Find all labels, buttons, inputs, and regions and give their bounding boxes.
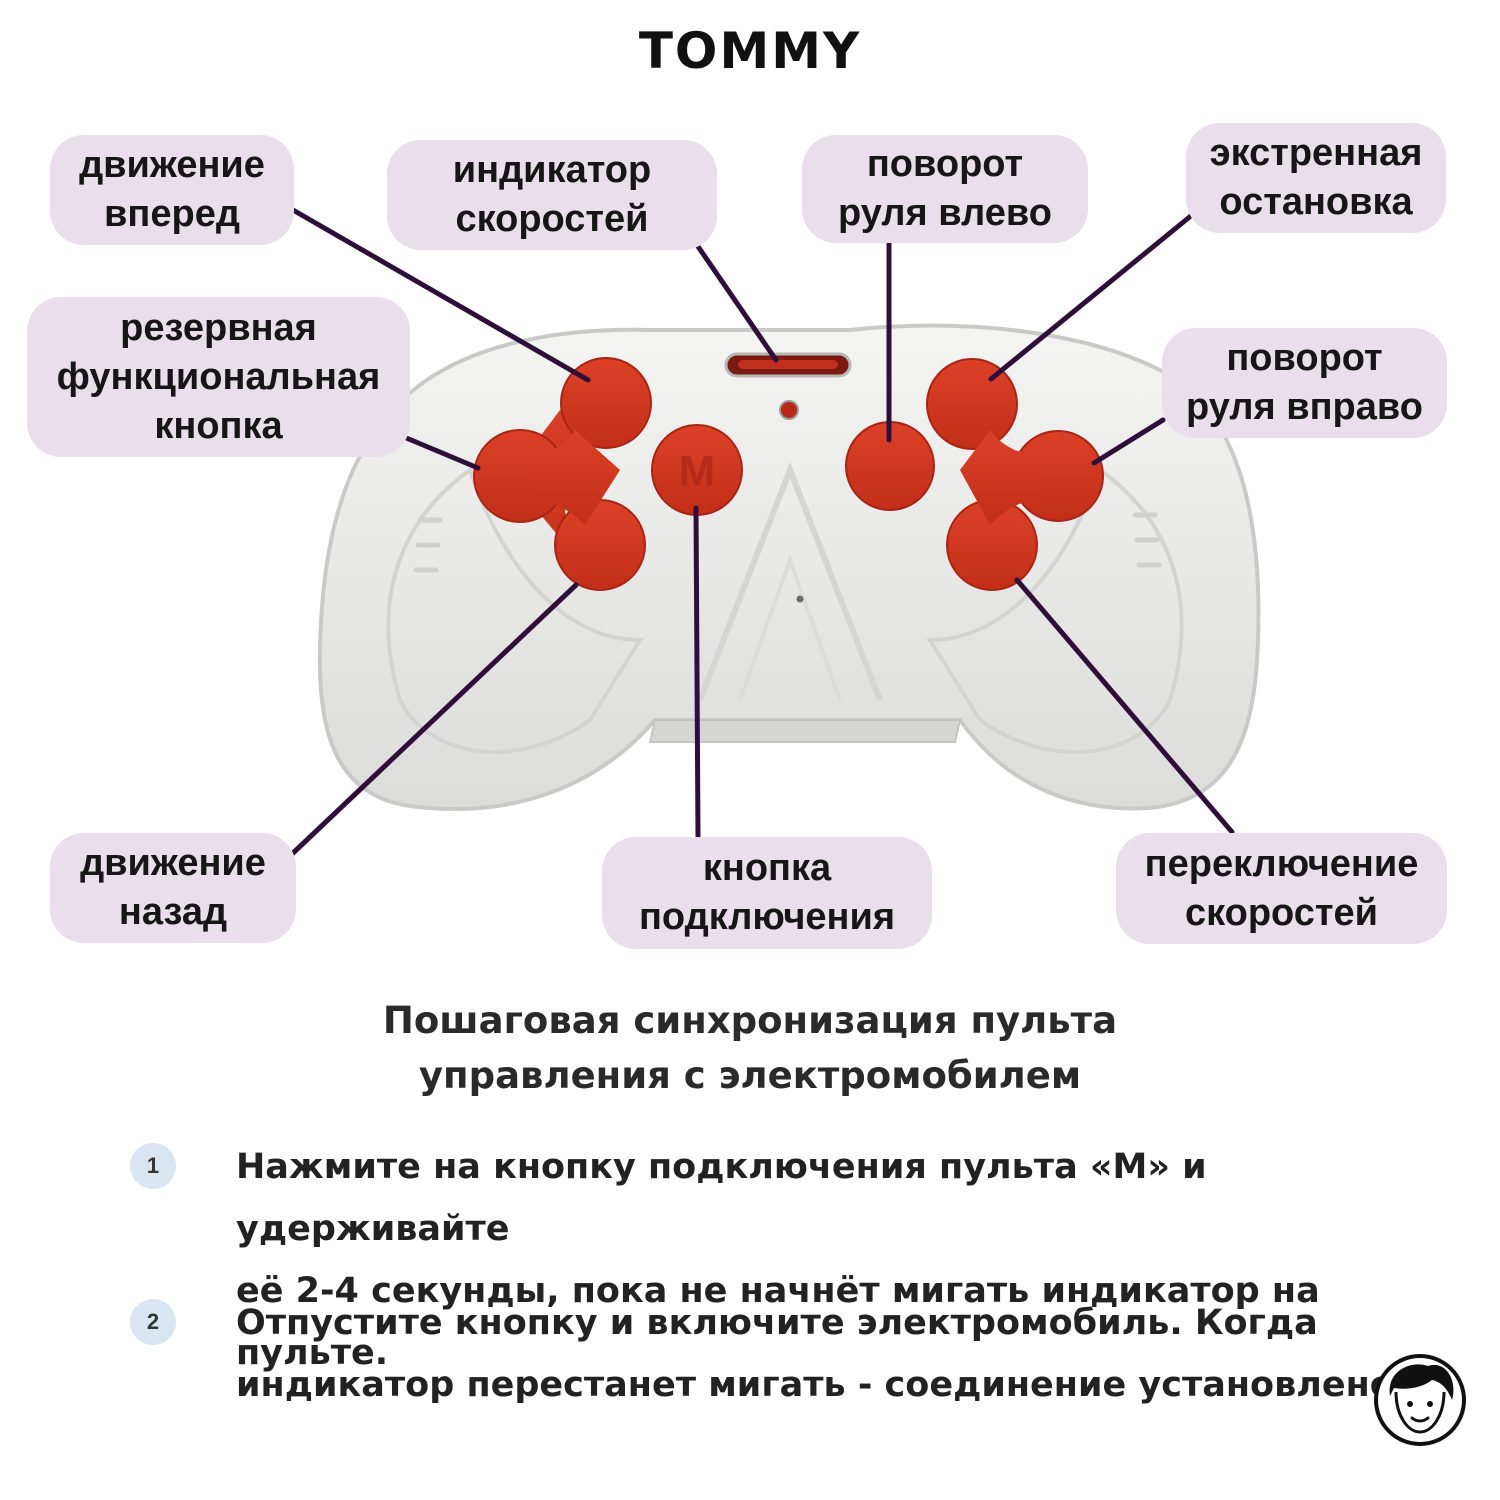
step-1: 1 Нажмите на кнопку подключения пульта «… [130, 1136, 1420, 1373]
right-button-cluster [926, 358, 1104, 591]
left-button-cluster [473, 357, 652, 591]
center-groove-inner [738, 554, 842, 701]
remote-bottom-lip [648, 719, 962, 743]
brand-logo: TOMMY [638, 22, 862, 80]
leader-steer-right [1091, 417, 1166, 466]
label-backward: движение назад [50, 833, 296, 943]
avatar-logo-icon [1374, 1354, 1466, 1446]
remote-diagram: M [289, 207, 1261, 857]
mic-hole [796, 595, 804, 603]
step-2: 2 Отпустите кнопку и включите электромоб… [130, 1292, 1420, 1422]
step-text: Нажмите на кнопку подключения пульта «М»… [236, 1147, 1320, 1373]
step-text: Отпустите кнопку и включите электромобил… [236, 1303, 1408, 1405]
center-groove [697, 461, 883, 702]
label-steer-left: поворот руля влево [802, 135, 1088, 243]
leader-reserve [401, 434, 481, 471]
leader-backward [289, 582, 579, 857]
connect-button-letter: M [679, 447, 716, 496]
step-number-badge: 1 [130, 1143, 176, 1189]
right-ticks [1132, 512, 1162, 568]
leader-connect [693, 505, 701, 841]
label-connect-button: кнопка подключения [602, 837, 932, 949]
left-ticks [413, 517, 443, 573]
step-number-badge: 2 [130, 1299, 176, 1345]
left-grip-groove [386, 466, 644, 755]
leader-speed-switch [1014, 577, 1235, 835]
instructions-title: Пошаговая синхронизация пульта управлени… [382, 999, 1118, 1097]
status-led [779, 400, 799, 420]
leader-speed-indicator [694, 242, 779, 363]
label-steer-right: поворот руля вправо [1162, 328, 1447, 438]
label-speed-switch: переключение скоростей [1116, 833, 1447, 944]
leader-forward [290, 207, 591, 383]
label-forward: движение вперед [50, 135, 294, 245]
label-speed-indicator: индикатор скоростей [387, 140, 717, 250]
label-reserve-button: резервная функциональная кнопка [27, 297, 410, 457]
label-emergency-stop: экстренная остановка [1186, 123, 1446, 233]
leader-emergency-stop [988, 212, 1195, 382]
leader-lines [289, 207, 1235, 857]
right-grip-groove [926, 466, 1184, 755]
